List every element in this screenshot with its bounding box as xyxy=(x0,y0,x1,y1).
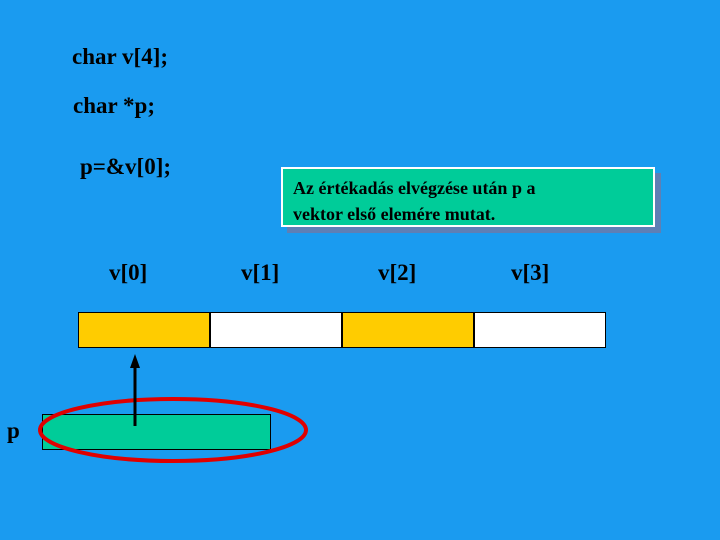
vector-index-label-2: v[2] xyxy=(378,260,417,285)
code-line-assignment: p=&v[0]; xyxy=(80,154,172,179)
vector-index-label-3: v[3] xyxy=(511,260,550,285)
pointer-label: p xyxy=(7,418,20,443)
vector-index-label-0: v[0] xyxy=(109,260,148,285)
vector-cell-1 xyxy=(210,312,342,348)
pointer-cell xyxy=(42,414,271,450)
vector-cell-3 xyxy=(474,312,606,348)
code-line-declare-vector: char v[4]; xyxy=(72,44,169,69)
vector-cell-0 xyxy=(78,312,210,348)
explanation-note: Az értékadás elvégzése után p a vektor e… xyxy=(281,167,655,227)
vector-index-label-1: v[1] xyxy=(241,260,280,285)
code-line-declare-pointer: char *p; xyxy=(73,93,155,118)
explanation-note-line-2: vektor első elemére mutat. xyxy=(293,204,496,224)
vector-cell-2 xyxy=(342,312,474,348)
pointer-arrow-head xyxy=(130,354,140,368)
explanation-note-line-1: Az értékadás elvégzése után p a xyxy=(293,178,536,198)
